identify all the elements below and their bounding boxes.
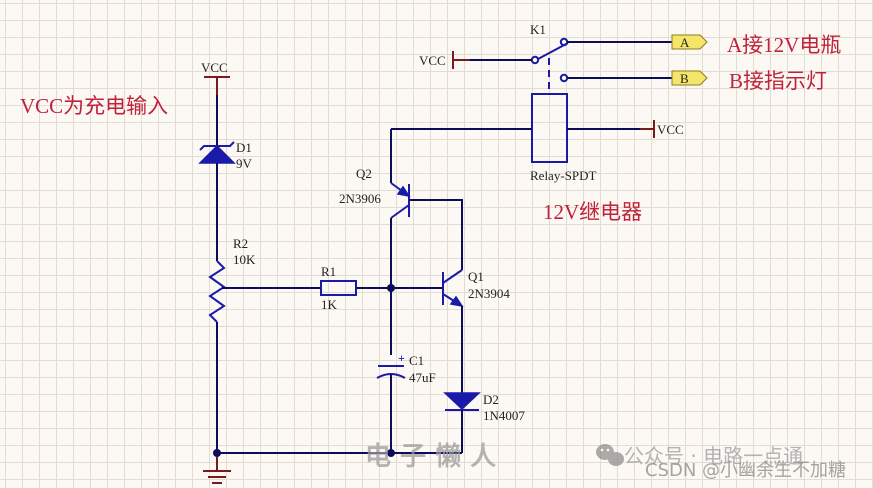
ground-symbol <box>203 457 231 484</box>
vcc-power-port-coil: VCC <box>640 120 684 138</box>
port-a-shape <box>671 34 708 50</box>
r1-body <box>320 280 357 296</box>
vcc-label-coil: VCC <box>657 122 684 137</box>
q2-collector-leg <box>390 204 410 219</box>
vcc-label-switch: VCC <box>419 53 446 68</box>
resistor-r1: R1 1K <box>320 264 357 312</box>
r1-ref: R1 <box>321 264 336 279</box>
watermark-center: 电 子 懒 人 <box>365 442 496 472</box>
c1-polarity: + <box>398 351 405 365</box>
q2-value: 2N3906 <box>339 191 381 206</box>
port-b-label: B <box>680 71 689 86</box>
relay-switch-arm <box>537 42 569 60</box>
annotation-relay: 12V继电器 <box>543 200 642 224</box>
r2-ref: R2 <box>233 236 248 251</box>
r1-value: 1K <box>321 297 338 312</box>
relay-k1: Relay-SPDT K1 <box>530 22 597 183</box>
port-b: B <box>671 70 708 86</box>
capacitor-c1: + C1 47uF <box>376 351 436 385</box>
annotation-port-a: A接12V电瓶 <box>727 33 841 57</box>
potentiometer-r2: R2 10K <box>208 236 256 323</box>
port-b-shape <box>671 70 708 86</box>
d2-body <box>443 392 481 411</box>
c1-ref: C1 <box>409 353 424 368</box>
zener-diode-d1: D1 9V <box>198 140 253 171</box>
d1-cathode-bar <box>199 141 235 151</box>
d2-value: 1N4007 <box>483 408 525 423</box>
d1-ref: D1 <box>236 140 252 155</box>
junction-node-gnd-c1 <box>387 449 395 457</box>
r2-zigzag <box>208 260 226 323</box>
relay-nc-contact <box>559 73 569 83</box>
annotation-port-b: B接指示灯 <box>729 69 827 93</box>
q1-collector-leg <box>442 269 463 284</box>
d1-value: 9V <box>236 156 253 171</box>
watermark-csdn: CSDN @小幽余生不加糖 <box>645 460 846 481</box>
wire-q2-base-q1-collector <box>409 199 463 270</box>
k1-ref: K1 <box>530 22 546 37</box>
transistor-q2: Q2 2N3906 <box>339 166 411 219</box>
junction-node-gnd-left <box>213 449 221 457</box>
vcc-label-top: VCC <box>201 60 228 75</box>
d1-body <box>198 144 236 164</box>
vcc-power-port-switch: VCC <box>419 51 470 69</box>
port-a: A <box>671 34 708 50</box>
relay-coil <box>531 93 568 163</box>
diode-d2: D2 1N4007 <box>443 392 525 423</box>
transistor-q1: Q1 2N3904 <box>442 269 510 308</box>
vcc-power-port-top: VCC <box>201 60 230 95</box>
q1-arrow <box>449 295 464 308</box>
q1-ref: Q1 <box>468 269 484 284</box>
relay-model: Relay-SPDT <box>530 168 597 183</box>
d2-ref: D2 <box>483 392 499 407</box>
annotation-vcc-input: VCC为充电输入 <box>20 94 168 118</box>
r2-value: 10K <box>233 252 256 267</box>
relay-common-contact <box>530 55 540 65</box>
c1-value: 47uF <box>409 370 436 385</box>
watermark-wechat: 公众号 · 电路一点通 <box>624 444 803 468</box>
wechat-icon <box>596 444 624 466</box>
q1-value: 2N3904 <box>468 286 510 301</box>
q2-arrow <box>396 185 411 198</box>
port-a-label: A <box>680 35 690 50</box>
q2-ref: Q2 <box>356 166 372 181</box>
